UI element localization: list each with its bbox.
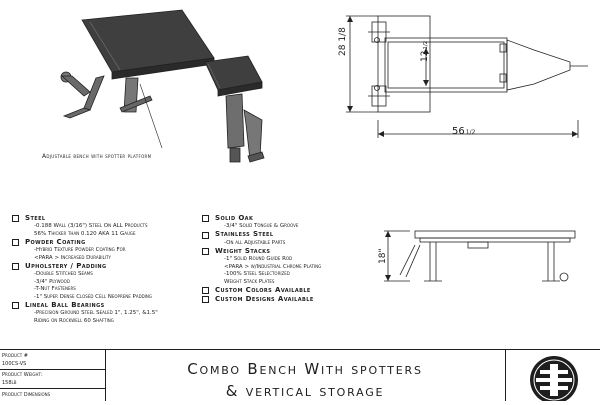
product-number-label: Product #	[2, 353, 28, 359]
logo-area	[505, 350, 600, 404]
product-weight-label: Product Weight:	[2, 372, 43, 378]
checkbox-icon	[202, 248, 209, 255]
spec-custom-colors: Custom Colors Available	[202, 286, 362, 295]
checkbox-icon	[202, 215, 209, 222]
side-pad	[414, 230, 576, 239]
spec-steel: Steel -0.188 Wall (3/16") Steel On ALL P…	[12, 214, 202, 238]
checkbox-icon	[202, 231, 209, 239]
spec-item: -Double Stitched Seams	[34, 271, 93, 277]
spec-item: 56% Thicker than 0.120 AKA 11 Gauge	[34, 230, 136, 237]
top-pad	[384, 37, 508, 93]
spec-solid-oak: Solid Oak -3/4" Solid Tongue & Groove	[202, 214, 362, 231]
spec-powder-coating: Powder Coating -Hybrid Texture Powder Co…	[12, 238, 202, 262]
spec-stainless-steel: Stainless Steel -On all Adjustable Parts	[202, 231, 362, 248]
callout-leader	[139, 83, 163, 149]
spec-item: -On all Adjustable Parts	[224, 239, 286, 246]
spec-ball-bearings: Lineal Ball Bearings -Precision Ground S…	[12, 301, 202, 325]
spec-title: Custom Colors Available	[215, 285, 311, 294]
spec-title: Stainless Steel	[215, 230, 274, 239]
spec-upholstery: Upholstery / Padding -Double Stitched Se…	[12, 262, 202, 301]
product-number-value: 100CS-VS	[2, 361, 27, 367]
spec-title: Lineal Ball Bearings	[25, 300, 105, 309]
dim-inner-width-frac: 1/2	[423, 40, 429, 50]
spec-title: Custom Designs Available	[215, 294, 314, 303]
dim-length-whole: 56	[452, 126, 465, 137]
top-frame	[377, 15, 431, 113]
spec-item: -3/4" Solid Tongue & Groove	[224, 223, 299, 229]
spec-item: -3/4" Plywood	[34, 278, 70, 285]
spec-item: -100% Steel Selectorized	[224, 271, 290, 277]
rear-post	[225, 93, 245, 149]
specs-left: Steel -0.188 Wall (3/16") Steel On ALL P…	[12, 214, 202, 325]
brand-logo	[530, 356, 578, 404]
dim-inner-width: 12 1/2	[420, 41, 430, 62]
spec-item: <PARA > w/Industrial Chrome Plating	[224, 263, 322, 270]
spec-title: Upholstery / Padding	[25, 261, 107, 270]
spec-title: Powder Coating	[25, 237, 86, 246]
spec-item: -0.188 Wall (3/16") Steel On ALL Product…	[34, 223, 148, 229]
top-seat	[506, 39, 571, 91]
product-extra-label: Product Dimensions	[2, 392, 51, 398]
spec-item: <PARA > Increased Durability	[34, 254, 111, 261]
top-view-drawing	[346, 15, 588, 138]
dim-side-height: 18"	[378, 248, 388, 264]
checkbox-icon	[12, 239, 19, 246]
side-view-drawing	[384, 230, 576, 282]
spec-title: Weight Stacks	[215, 246, 271, 255]
dim-height-top: 28 1/8	[338, 27, 348, 56]
callout-label: Adjustable bench with spotter platform	[42, 153, 152, 160]
bench-isometric-drawing	[60, 9, 265, 163]
dim-length: 56 1/2	[452, 126, 475, 137]
spec-title: Steel	[25, 213, 46, 222]
spec-title: Solid Oak	[215, 213, 254, 222]
specs-right: Solid Oak -3/4" Solid Tongue & Groove St…	[202, 214, 362, 304]
checkbox-icon	[12, 215, 19, 222]
dim-inner-width-whole: 12	[420, 50, 430, 62]
dim-length-frac: 1/2	[465, 129, 476, 136]
checkbox-icon	[202, 296, 209, 303]
spec-item: -1" Solid Round Guide Rod	[224, 256, 293, 262]
checkbox-icon	[202, 287, 209, 294]
spec-item: -Precision Ground Steel Sealed 1", 1.25"…	[34, 310, 158, 316]
spec-weight-stacks: Weight Stacks -1" Solid Round Guide Rod …	[202, 247, 362, 286]
title-block: Product # 100CS-VS Product Weight: 158lb…	[0, 349, 600, 404]
checkbox-icon	[12, 263, 19, 270]
spec-item: Weight Stack Plates	[224, 278, 275, 285]
checkbox-icon	[12, 302, 19, 309]
title-line-2: & vertical storage	[225, 382, 385, 400]
spec-item: -1" Super Dense Closed Cell Neoprene Pad…	[34, 293, 153, 300]
spec-item: -T-Nut Fasteners	[34, 286, 76, 292]
spec-custom-designs: Custom Designs Available	[202, 295, 362, 304]
product-weight-value: 158lb	[2, 380, 17, 386]
spec-item: -Hybrid Texture Powder Coating For	[34, 247, 126, 253]
spec-item: Riding on Rockwell 60 Shafting	[34, 317, 114, 324]
product-info: Product # 100CS-VS Product Weight: 158lb…	[0, 350, 106, 401]
title-line-1: Combo Bench With spotters	[187, 360, 423, 378]
